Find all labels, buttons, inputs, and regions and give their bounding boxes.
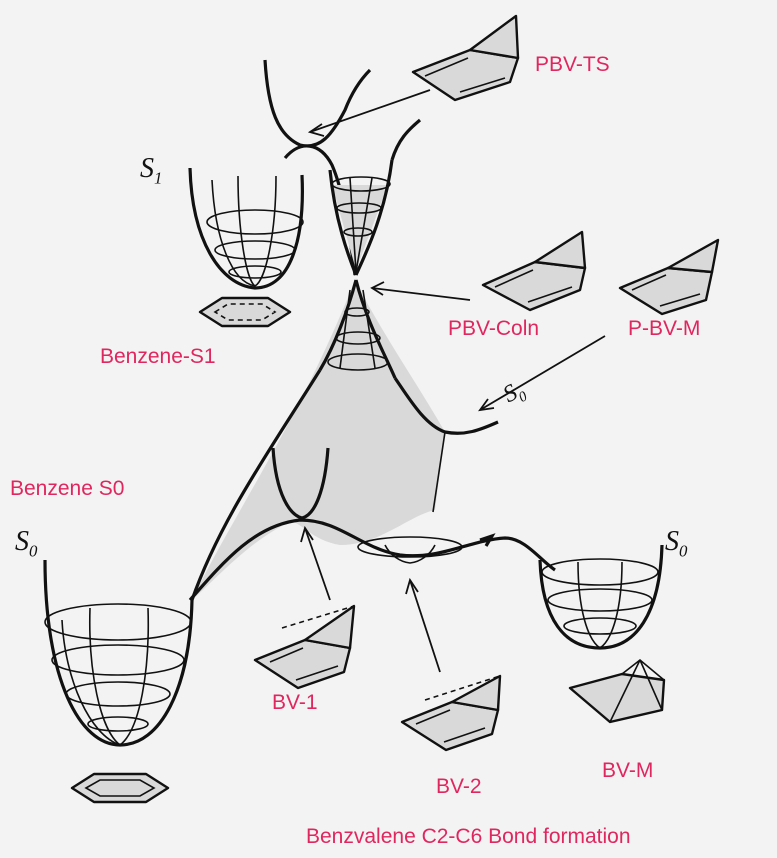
bv-m-well (540, 545, 662, 648)
label-benzene-s0: Benzene S0 (10, 478, 124, 499)
bv-2-molecule-icon (402, 676, 500, 750)
label-bv-1: BV-1 (272, 692, 318, 713)
state-label-s1: S1 (140, 155, 162, 187)
bv-m-molecule-icon (570, 660, 664, 722)
surface-shaded-region (192, 280, 445, 600)
label-pbv-coln: PBV-Coln (448, 318, 539, 339)
benzene-s0-ring-icon (72, 774, 168, 802)
label-pbv-ts: PBV-TS (535, 54, 610, 75)
label-benzene-s1: Benzene-S1 (100, 346, 216, 367)
pbv-coln-molecule-icon (483, 232, 585, 310)
state-label-s0-right: S0 (665, 528, 687, 560)
p-bv-m-molecule-icon (620, 240, 718, 314)
s1-right-curve (392, 120, 420, 160)
arrow-pbv-coln (372, 282, 470, 300)
s1-upper-curve (265, 60, 370, 146)
arrow-p-bv-m (480, 336, 605, 410)
benzene-s0-well (45, 560, 192, 745)
label-footer: Benzvalene C2-C6 Bond formation (306, 826, 631, 847)
s1-benzene-well (190, 168, 303, 288)
label-bv-m: BV-M (602, 760, 653, 781)
benzene-s1-ring-icon (200, 298, 290, 326)
prefulvene-ts-molecule-icon (413, 16, 518, 100)
arrow-bv-2 (406, 580, 440, 672)
state-label-s0-left: S0 (15, 528, 37, 560)
label-p-bv-m: P-BV-M (628, 318, 700, 339)
bv-1-molecule-icon (255, 606, 354, 688)
upper-cone (330, 160, 392, 275)
label-bv-2: BV-2 (436, 776, 482, 797)
